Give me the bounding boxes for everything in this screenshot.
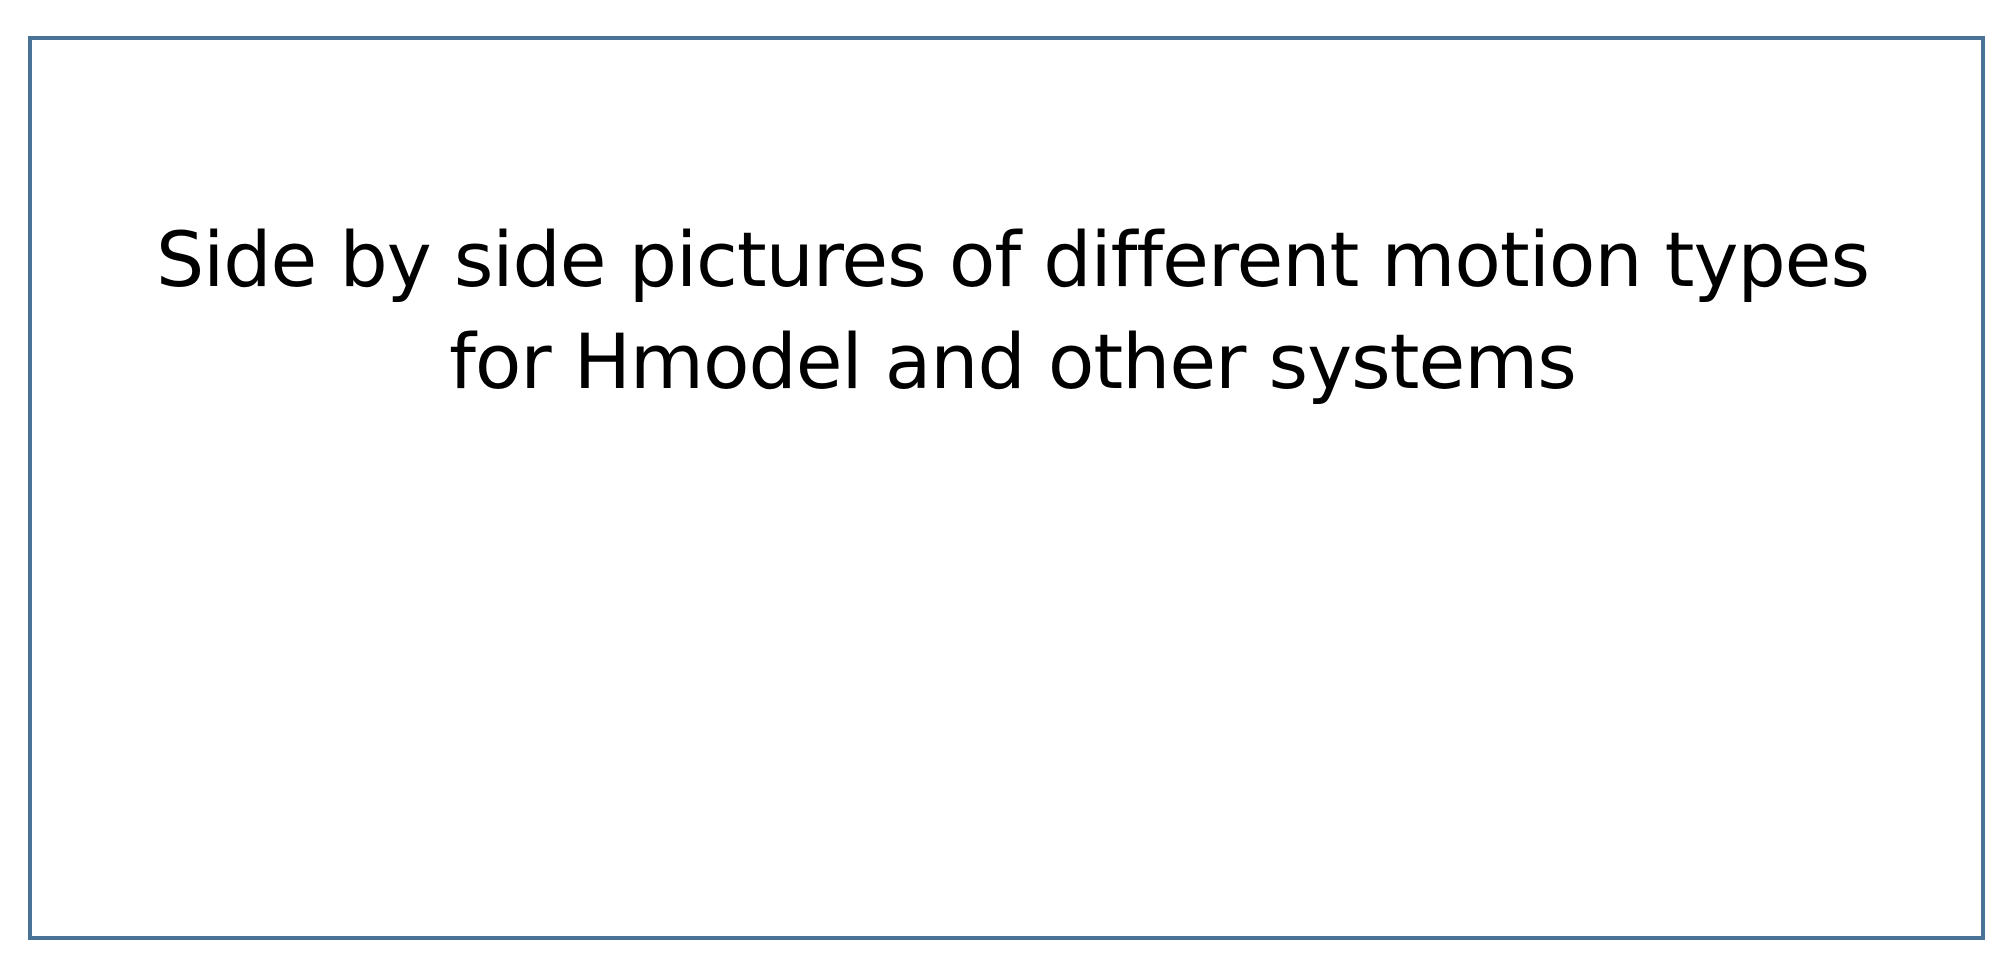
caption-line-1: Side by side pictures of different motio… bbox=[155, 215, 1870, 304]
caption-line-2: for Hmodel and other systems bbox=[449, 317, 1577, 406]
slide-placeholder-frame bbox=[28, 36, 1985, 940]
placeholder-caption: Side by side pictures of different motio… bbox=[55, 209, 1970, 413]
